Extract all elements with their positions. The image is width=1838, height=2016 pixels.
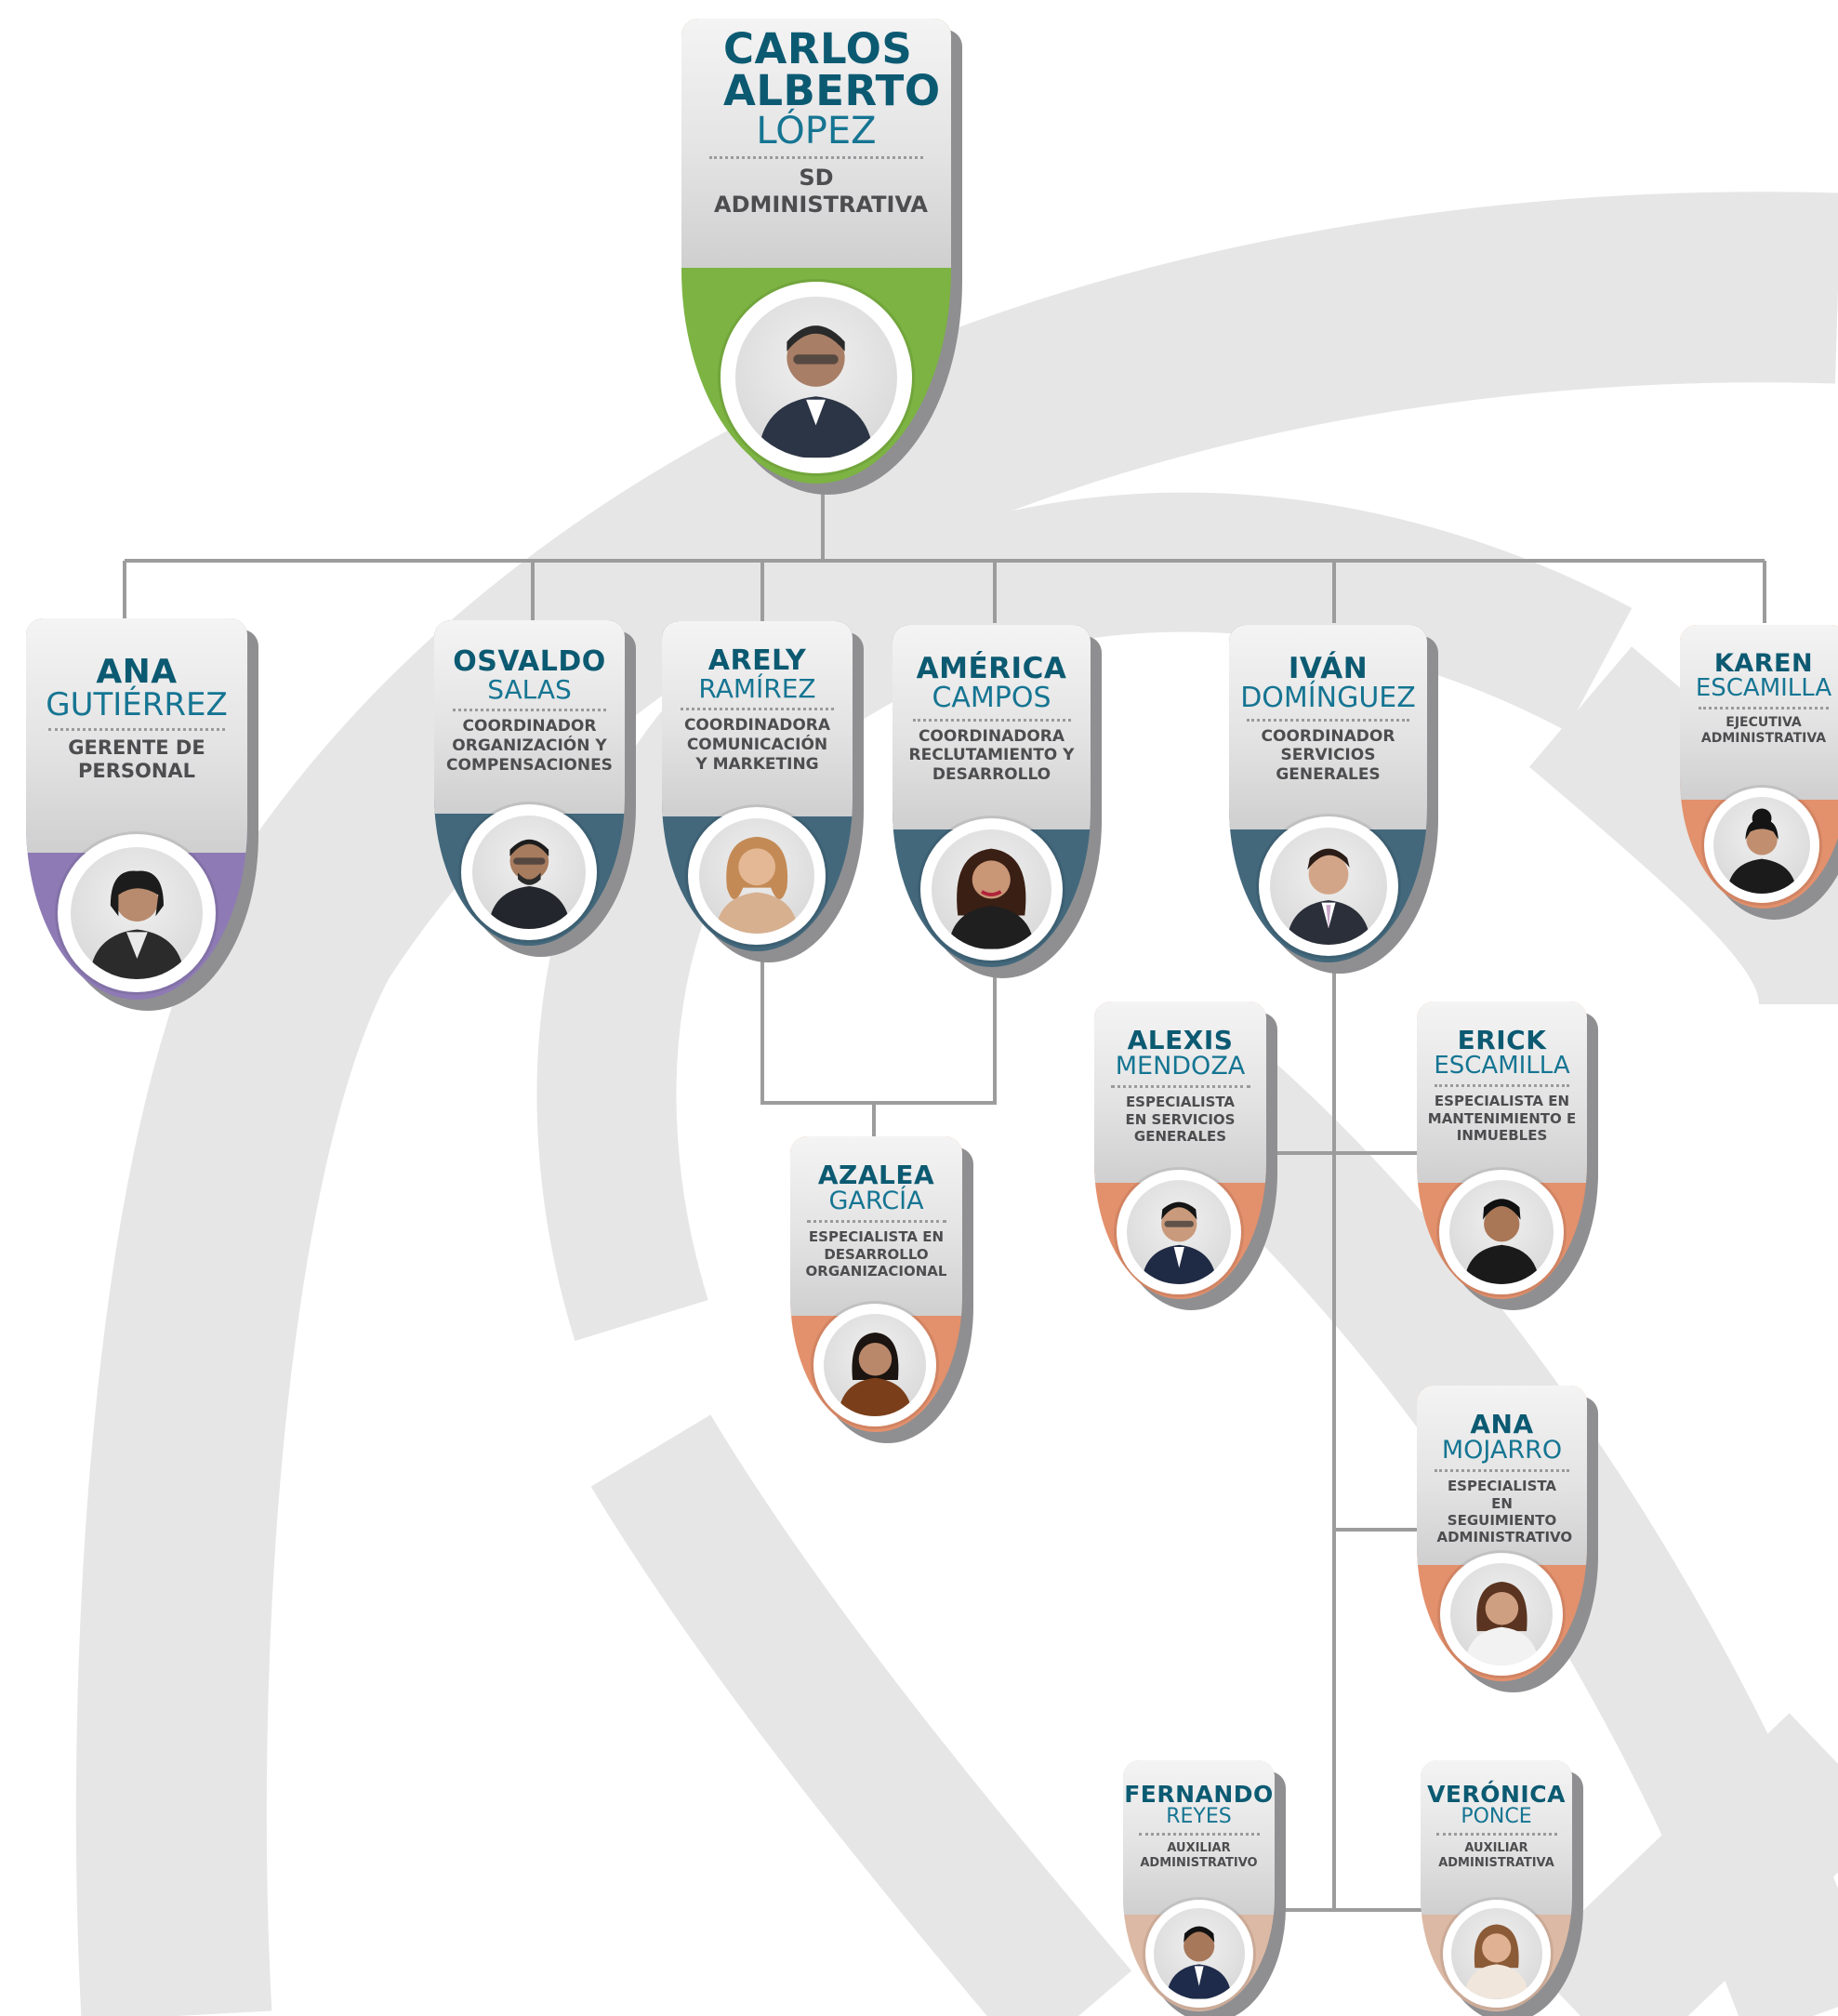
person-role: ESPECIALISTA EN SEGUIMIENTO ADMINISTRATI…: [1436, 1478, 1573, 1546]
person-photo-icon: [88, 870, 185, 980]
org-card-ana-gutierrez: ANA GUTIÉRREZ GERENTE DE PERSONAL: [26, 618, 247, 1000]
person-role: COORDINADORA COMUNICACIÓN Y MARKETING: [683, 716, 831, 774]
org-card-veronica-ponce: VERÓNICA PONCE AUXILIAR ADMINISTRATIVA: [1421, 1760, 1572, 2011]
person-first-name: VERÓNICA: [1427, 1781, 1566, 1808]
person-first-name: AMÉRICA: [916, 652, 1067, 685]
person-last-name: GUTIÉRREZ: [46, 686, 228, 723]
person-photo: [1443, 1900, 1551, 2008]
person-first-name: ALEXIS: [1127, 1025, 1234, 1055]
person-first-name: KAREN: [1713, 649, 1814, 678]
person-photo: [721, 282, 912, 473]
person-first-name: ERICK: [1457, 1025, 1547, 1055]
person-photo: [1259, 816, 1398, 956]
person-role: ESPECIALISTA EN MANTENIMIENTO E INMUEBLE…: [1427, 1093, 1577, 1144]
person-last-name: MENDOZA: [1115, 1052, 1246, 1081]
person-first-name: AZALEA: [817, 1160, 935, 1190]
person-first-name: ANA: [1470, 1409, 1534, 1439]
person-role: COORDINADOR SERVICIOS GENERALES: [1261, 726, 1395, 784]
org-card-ivan-dominguez: IVÁN DOMÍNGUEZ COORDINADOR SERVICIOS GEN…: [1229, 625, 1427, 962]
person-first-name: CARLOS ALBERTO: [723, 24, 941, 115]
person-role: ESPECIALISTA EN DESARROLLO ORGANIZACIONA…: [805, 1228, 947, 1280]
person-role: ESPECIALISTA EN SERVICIOS GENERALES: [1125, 1094, 1236, 1145]
person-photo: [461, 804, 597, 940]
person-photo-icon: [715, 836, 799, 935]
person-last-name: SALAS: [487, 674, 572, 705]
org-card-carlos-lopez: CARLOS ALBERTO LÓPEZ SD ADMINISTRATIVA: [681, 19, 951, 484]
person-photo: [688, 807, 826, 945]
person-photo-icon: [1463, 1924, 1530, 1999]
person-photo-icon: [1286, 848, 1371, 945]
person-last-name: REYES: [1166, 1805, 1232, 1828]
org-card-ana-mojarro: ANA MOJARRO ESPECIALISTA EN SEGUIMIENTO …: [1417, 1386, 1587, 1681]
person-last-name: GARCÍA: [828, 1187, 924, 1215]
person-last-name: LÓPEZ: [756, 110, 877, 153]
person-role: AUXILIAR ADMINISTRATIVA: [1438, 1841, 1554, 1870]
person-last-name: MOJARRO: [1441, 1436, 1563, 1465]
person-role: COORDINADORA RECLUTAMIENTO Y DESARROLLO: [908, 726, 1075, 784]
person-photo: [813, 1304, 936, 1426]
person-photo: [1439, 1170, 1564, 1294]
person-first-name: ANA: [96, 653, 178, 691]
person-last-name: CAMPOS: [932, 682, 1051, 714]
org-card-fernando-reyes: FERNANDO REYES AUXILIAR ADMINISTRATIVO: [1123, 1760, 1275, 2011]
person-photo-icon: [487, 839, 571, 930]
org-card-erick-escamilla: ERICK ESCAMILLA ESPECIALISTA EN MANTENIM…: [1417, 1001, 1587, 1299]
person-first-name: IVÁN: [1288, 652, 1369, 685]
person-role: SD ADMINISTRATIVA: [714, 165, 928, 219]
person-photo-icon: [1726, 808, 1797, 895]
person-photo-icon: [1463, 1198, 1540, 1285]
person-first-name: FERNANDO: [1124, 1781, 1274, 1808]
person-last-name: ESCAMILLA: [1434, 1052, 1570, 1080]
person-photo: [1440, 1553, 1563, 1676]
person-photo: [58, 834, 216, 992]
person-photo-icon: [758, 325, 875, 458]
person-last-name: ESCAMILLA: [1695, 674, 1832, 702]
person-last-name: DOMÍNGUEZ: [1240, 682, 1416, 714]
person-photo: [1145, 1900, 1253, 2008]
person-role: AUXILIAR ADMINISTRATIVO: [1140, 1841, 1258, 1870]
person-photo-icon: [838, 1332, 912, 1417]
person-first-name: ARELY: [707, 644, 807, 677]
person-role: GERENTE DE PERSONAL: [68, 736, 205, 783]
person-last-name: PONCE: [1461, 1805, 1532, 1828]
org-card-azalea-garcia: AZALEA GARCÍA ESPECIALISTA EN DESARROLLO…: [790, 1136, 962, 1432]
person-photo: [1117, 1170, 1241, 1294]
person-photo-icon: [1141, 1201, 1217, 1285]
org-card-alexis-mendoza: ALEXIS MENDOZA ESPECIALISTA EN SERVICIOS…: [1094, 1001, 1266, 1299]
org-card-arely-ramirez: ARELY RAMÍREZ COORDINADORA COMUNICACIÓN …: [662, 621, 853, 951]
person-photo: [1704, 788, 1819, 903]
org-card-karen-escamilla: KAREN ESCAMILLA EJECUTIVA ADMINISTRATIVA: [1680, 625, 1838, 909]
person-role: COORDINADOR ORGANIZACIÓN Y COMPENSACIONE…: [446, 717, 613, 775]
org-card-osvaldo-salas: OSVALDO SALAS COORDINADOR ORGANIZACIÓN Y…: [434, 620, 625, 946]
person-role: EJECUTIVA ADMINISTRATIVA: [1700, 715, 1827, 747]
person-photo: [920, 818, 1063, 961]
person-last-name: RAMÍREZ: [698, 673, 816, 704]
person-first-name: OSVALDO: [453, 645, 606, 678]
person-photo-icon: [1464, 1581, 1539, 1666]
org-card-america-campos: AMÉRICA CAMPOS COORDINADORA RECLUTAMIENT…: [893, 625, 1091, 967]
person-photo-icon: [1166, 1926, 1233, 1999]
person-photo-icon: [948, 848, 1035, 949]
